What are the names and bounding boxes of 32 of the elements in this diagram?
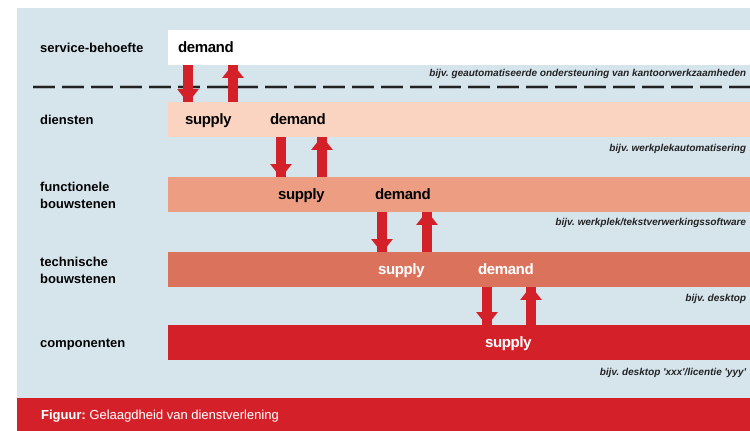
example-note: bijv. desktop xyxy=(685,292,746,306)
layer-name: diensten xyxy=(40,111,94,129)
example-note: bijv. werkplekautomatisering xyxy=(609,142,746,156)
caption: Figuur: Gelaagdheid van dienstverlening xyxy=(41,406,279,424)
layer-text: supply xyxy=(185,110,232,130)
layer-name: componenten xyxy=(40,334,126,352)
layer-name: service-behoefte xyxy=(40,39,144,57)
arrow xyxy=(311,136,333,177)
layer-band xyxy=(168,325,750,360)
layer-band xyxy=(168,252,750,287)
arrow xyxy=(222,64,244,102)
layer-name: technische bouwstenen xyxy=(40,252,117,287)
arrow xyxy=(371,212,393,253)
layer-text: demand xyxy=(270,110,326,130)
layer-band xyxy=(168,30,750,65)
layer-text: demand xyxy=(478,260,534,280)
arrow xyxy=(270,137,292,178)
arrow xyxy=(416,211,438,252)
arrow xyxy=(476,287,498,326)
example-note: bijv. werkplek/tekstverwerkingssoftware xyxy=(555,216,746,230)
example-note: bijv. geautomatiseerde ondersteuning van kantoorwerkzaamheden xyxy=(429,67,746,81)
layer-text: supply xyxy=(485,333,532,353)
layer-name: functionele bouwstenen xyxy=(40,178,117,212)
layer-text: demand xyxy=(375,185,430,205)
example-note: bijv. desktop 'xxx'/licentie 'yyy' xyxy=(600,366,746,380)
layer-text: supply xyxy=(278,185,324,205)
layer-text: supply xyxy=(378,260,424,280)
arrow xyxy=(177,65,199,103)
layer-text: demand xyxy=(178,38,234,58)
arrow xyxy=(520,286,542,325)
layer-band xyxy=(168,177,750,212)
layer-band xyxy=(168,102,750,137)
